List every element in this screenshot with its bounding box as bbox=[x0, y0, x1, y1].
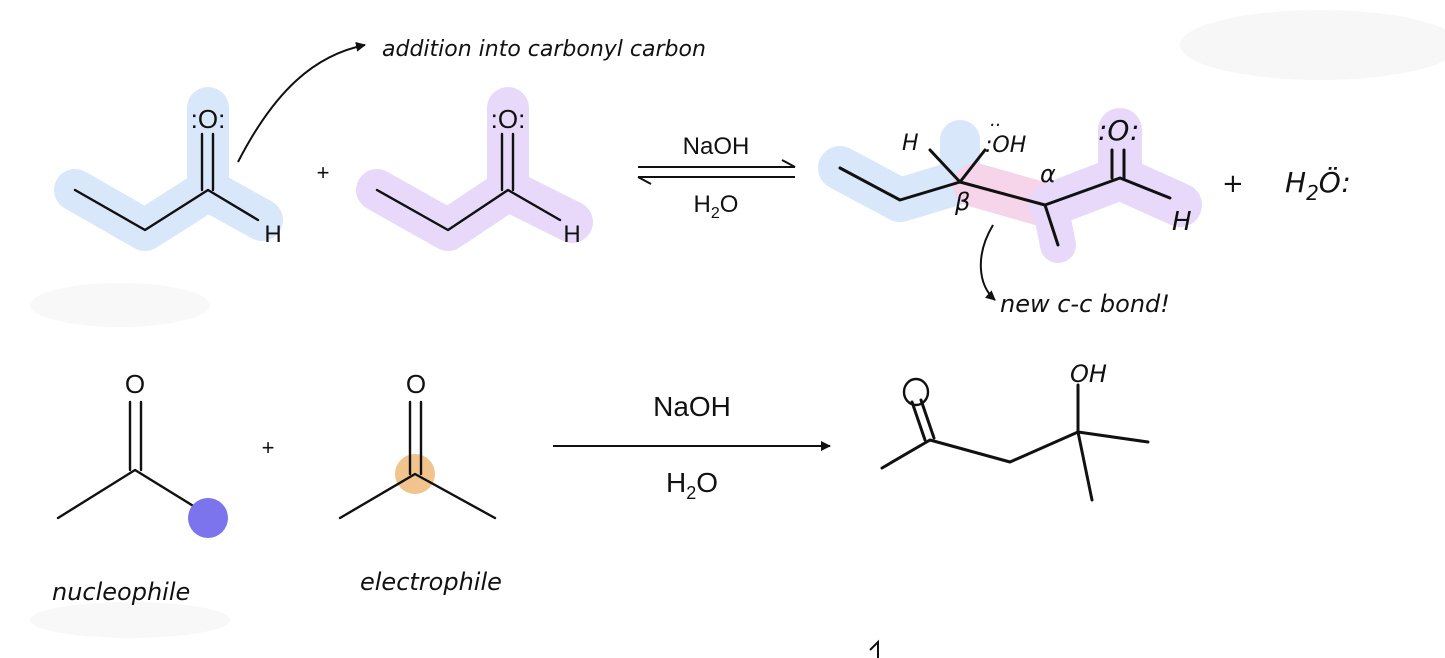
product-o-label: :O: bbox=[1098, 114, 1139, 147]
product-h-label: H bbox=[902, 131, 919, 156]
addition-annotation: addition into carbonyl carbon bbox=[382, 37, 706, 62]
stray-mark bbox=[869, 639, 879, 658]
nucleophile-label: nucleophile bbox=[52, 578, 190, 606]
plus-sign: + bbox=[262, 435, 275, 460]
product-oh-label: :OH bbox=[985, 133, 1026, 158]
oxygen-label: :O: bbox=[491, 104, 526, 134]
bottom-reactant-1: O nucleophile bbox=[52, 369, 228, 606]
alpha-label: α bbox=[1040, 160, 1056, 188]
plus-sign: + bbox=[317, 160, 330, 185]
background-smudge bbox=[30, 602, 230, 638]
bottom-product: OH bbox=[880, 360, 1150, 502]
water-product: H2Ö: bbox=[1285, 165, 1351, 205]
new-bond-note: new c-c bond! bbox=[1000, 290, 1170, 318]
hydrogen-label: H bbox=[264, 221, 281, 248]
oxygen-label: :O: bbox=[191, 104, 226, 134]
product-oh-label: OH bbox=[1070, 360, 1107, 388]
oxygen-label: O bbox=[125, 369, 145, 399]
plus-sign: + bbox=[1222, 169, 1244, 199]
reagent-water: H2O bbox=[694, 191, 739, 222]
top-product: H .. :OH :O: α β H bbox=[838, 110, 1192, 247]
oh-lone-pair: .. bbox=[990, 110, 1001, 131]
reagent-naoh: NaOH bbox=[683, 133, 750, 160]
electrophile-label: electrophile bbox=[360, 568, 502, 596]
curved-arrow-icon bbox=[979, 224, 996, 301]
beta-label: β bbox=[954, 188, 970, 216]
equilibrium-arrows-icon bbox=[637, 159, 796, 185]
top-reactant-2: :O: H bbox=[375, 104, 581, 248]
bottom-reactant-2: O electrophile bbox=[338, 369, 502, 596]
reagent-naoh: NaOH bbox=[653, 391, 731, 422]
blue-highlight bbox=[54, 87, 283, 251]
reagent-water: H2O bbox=[666, 467, 718, 503]
curved-arrow-icon bbox=[237, 41, 366, 163]
oxygen-label: O bbox=[406, 369, 426, 399]
product-oxygen-circle bbox=[902, 377, 930, 407]
nucleophile-dot bbox=[188, 498, 228, 538]
product-purple-highlight bbox=[1028, 108, 1202, 263]
product-h-end: H bbox=[1172, 207, 1192, 237]
background-smudge bbox=[1180, 10, 1445, 80]
background-smudge bbox=[30, 283, 210, 327]
hydrogen-label: H bbox=[563, 221, 580, 248]
product-blue-highlight bbox=[818, 120, 982, 222]
top-reactant-1: :O: H bbox=[73, 104, 282, 248]
